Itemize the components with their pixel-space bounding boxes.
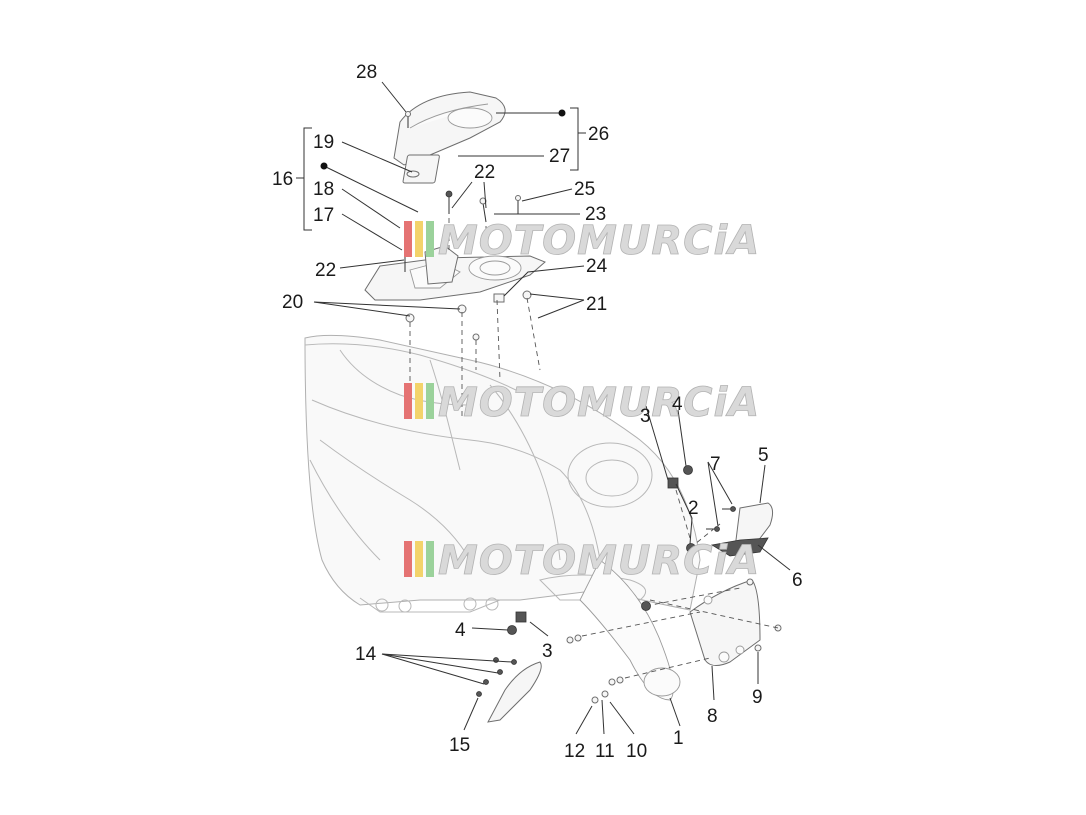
callout-3-upper: 3 [640, 406, 651, 427]
callout-4: 4 [455, 620, 466, 641]
watermark-text: MOTOMURCiA [438, 538, 760, 584]
scooter-rear-body [304, 334, 701, 701]
watermark-bottom: MOTOMURCiA [404, 538, 760, 584]
callout-5: 5 [758, 445, 769, 466]
callout-19: 19 [313, 132, 334, 153]
watermark-stripe [426, 383, 434, 419]
callout-24: 24 [586, 256, 608, 277]
watermark-stripe [404, 541, 412, 577]
callout-12: 12 [564, 741, 585, 762]
leader-lines [296, 81, 791, 735]
upper-cover-part [393, 91, 506, 184]
callout-14: 14 [355, 644, 377, 665]
callout-27: 27 [549, 146, 570, 167]
watermark-middle: MOTOMURCiA [404, 380, 760, 426]
callout-11: 11 [595, 741, 615, 762]
callout-3: 3 [542, 641, 553, 662]
watermark-stripe [426, 541, 434, 577]
callout-labels: 28 26 27 19 16 18 17 22 22 25 23 24 20 2… [272, 62, 803, 762]
carrier-bracket-part [364, 245, 546, 301]
reflector-part [710, 502, 774, 557]
watermark-stripe [404, 383, 412, 419]
callout-23: 23 [585, 204, 606, 225]
small-brackets [493, 293, 679, 623]
callout-10: 10 [626, 741, 647, 762]
callout-18: 18 [313, 179, 334, 200]
callout-15: 15 [449, 735, 470, 756]
callout-20: 20 [282, 292, 303, 313]
license-plate-holder-part [689, 579, 761, 666]
callout-16: 16 [272, 169, 293, 190]
watermark-stripe [415, 221, 423, 257]
callout-28: 28 [356, 62, 377, 83]
callout-9: 9 [752, 687, 763, 708]
watermark-stripe [415, 383, 423, 419]
watermark-text: MOTOMURCiA [438, 380, 760, 426]
watermark-top: MOTOMURCiA [404, 218, 760, 264]
callout-2: 2 [688, 498, 699, 519]
callout-26: 26 [588, 124, 609, 145]
watermark-stripe [426, 221, 434, 257]
callout-22-left: 22 [315, 260, 336, 281]
callout-25: 25 [574, 179, 595, 200]
callout-17: 17 [313, 205, 334, 226]
callout-6: 6 [792, 570, 803, 591]
mud-flap-part [487, 661, 542, 723]
watermark-stripe [404, 221, 412, 257]
callout-21: 21 [586, 294, 607, 315]
callout-7: 7 [710, 454, 721, 475]
watermark-text: MOTOMURCiA [438, 218, 760, 264]
callout-8: 8 [707, 706, 718, 727]
callout-22-top: 22 [474, 162, 495, 183]
watermark-stripe [415, 541, 423, 577]
callout-1: 1 [673, 728, 684, 749]
callout-4-upper: 4 [672, 394, 683, 415]
